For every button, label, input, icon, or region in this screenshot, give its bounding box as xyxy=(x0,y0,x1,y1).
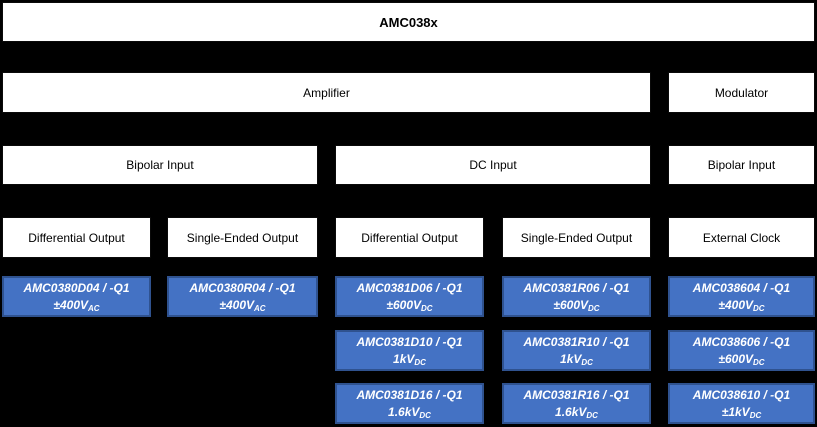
category-bipolar-input-left: Bipolar Input xyxy=(2,145,318,185)
part-number: AMC0381R10 / -Q1 xyxy=(523,335,630,350)
part-rating: ±600VDC xyxy=(718,351,765,367)
category-bipolar-input-right: Bipolar Input xyxy=(668,145,815,185)
part-rating: 1kVDC xyxy=(560,351,593,367)
part-box: AMC0380R04 / -Q1 ±400VAC xyxy=(167,276,318,317)
part-rating: ±1kVDC xyxy=(721,404,762,420)
part-rating: ±400VAC xyxy=(219,297,266,313)
category-modulator: Modulator xyxy=(668,72,815,113)
part-rating: ±400VAC xyxy=(53,297,100,313)
part-rating: ±400VDC xyxy=(718,297,765,313)
part-rating: 1kVDC xyxy=(393,351,426,367)
part-number: AMC0381R16 / -Q1 xyxy=(523,388,630,403)
part-box: AMC0381D10 / -Q1 1kVDC xyxy=(335,330,484,371)
part-rating: ±600VDC xyxy=(386,297,433,313)
part-rating: ±600VDC xyxy=(553,297,600,313)
part-number: AMC0381D16 / -Q1 xyxy=(356,388,463,403)
part-number: AMC0380R04 / -Q1 xyxy=(189,281,296,296)
part-box: AMC0381D06 / -Q1 ±600VDC xyxy=(335,276,484,317)
category-dc-input: DC Input xyxy=(335,145,651,185)
category-single-ended-output-1: Single-Ended Output xyxy=(167,217,318,258)
part-number: AMC0381R06 / -Q1 xyxy=(523,281,630,296)
part-box: AMC0381R16 / -Q1 1.6kVDC xyxy=(502,383,651,424)
part-rating: 1.6kVDC xyxy=(555,404,598,420)
part-box: AMC038604 / -Q1 ±400VDC xyxy=(668,276,815,317)
category-amplifier: Amplifier xyxy=(2,72,651,113)
part-number: AMC038610 / -Q1 xyxy=(692,388,791,403)
category-differential-output-1: Differential Output xyxy=(2,217,151,258)
part-number: AMC0381D06 / -Q1 xyxy=(356,281,463,296)
part-box: AMC038610 / -Q1 ±1kVDC xyxy=(668,383,815,424)
part-box: AMC0381R06 / -Q1 ±600VDC xyxy=(502,276,651,317)
part-number: AMC0380D04 / -Q1 xyxy=(23,281,130,296)
part-number: AMC0381D10 / -Q1 xyxy=(356,335,463,350)
part-box: AMC0380D04 / -Q1 ±400VAC xyxy=(2,276,151,317)
category-external-clock: External Clock xyxy=(668,217,815,258)
part-rating: 1.6kVDC xyxy=(388,404,431,420)
part-box: AMC0381R10 / -Q1 1kVDC xyxy=(502,330,651,371)
category-differential-output-2: Differential Output xyxy=(335,217,484,258)
part-number: AMC038606 / -Q1 xyxy=(692,335,791,350)
part-box: AMC0381D16 / -Q1 1.6kVDC xyxy=(335,383,484,424)
family-title: AMC038x xyxy=(2,2,815,42)
part-number: AMC038604 / -Q1 xyxy=(692,281,791,296)
category-single-ended-output-2: Single-Ended Output xyxy=(502,217,651,258)
part-box: AMC038606 / -Q1 ±600VDC xyxy=(668,330,815,371)
